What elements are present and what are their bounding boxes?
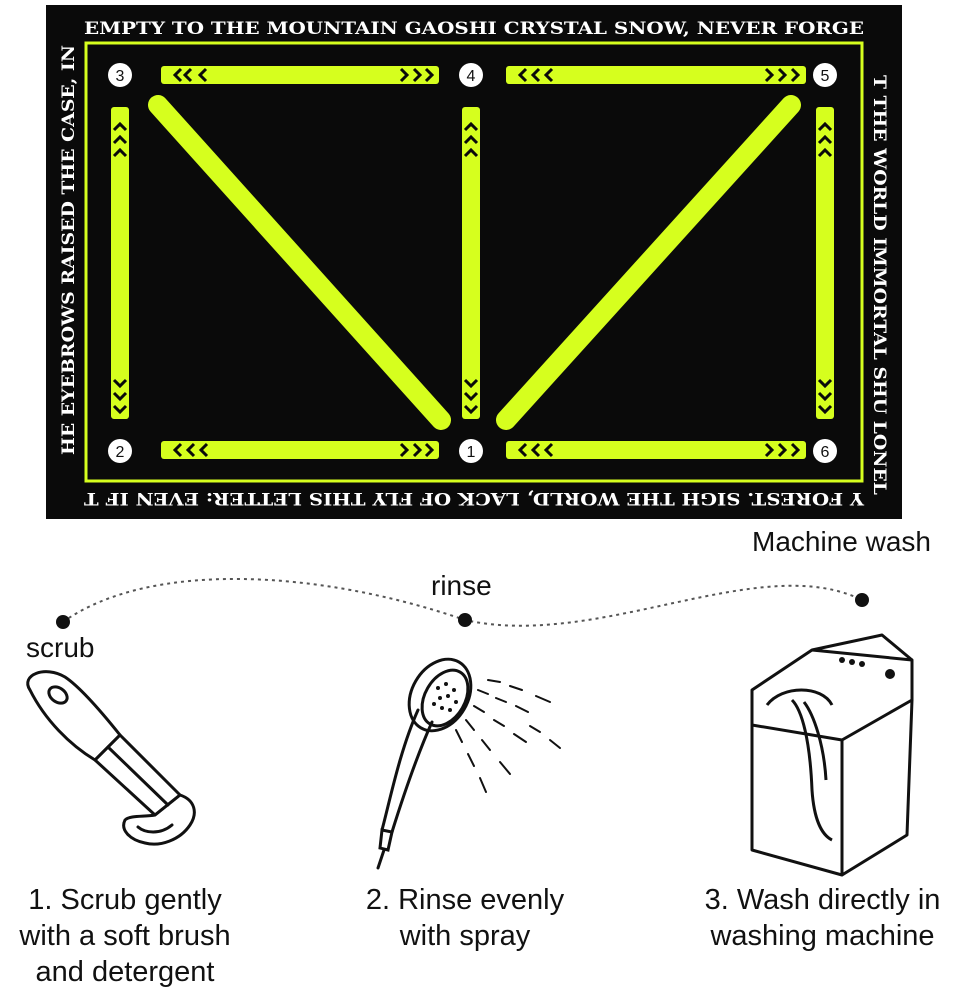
svg-text:3: 3 [116,68,125,85]
route-dot-machine-wash [855,593,869,607]
svg-text:6: 6 [821,444,830,461]
step-caption-3: 3. Wash directly in washing machine [680,882,965,954]
step-2-line-2: with spray [399,920,531,952]
svg-text:2: 2 [116,444,125,461]
svg-text:1: 1 [467,444,476,461]
mat-bar-diagonal-left [148,95,451,430]
step-caption-2: 2. Rinse evenly with spray [340,882,590,954]
step-2-line-1: 2. Rinse evenly [365,884,565,916]
mat-inner-border [84,41,864,483]
process-route [56,577,869,629]
glow-mat-illustration: EMPTY TO THE MOUNTAIN GAOSHI CRYSTAL SNO… [46,5,902,519]
route-dot-scrub [56,615,70,629]
mat-border-text-bottom: Y FOREST. SIGH THE WORLD, LACK OF FLY TH… [84,488,866,508]
mat-bar-bottom-left [161,441,439,459]
mat-border-text-left: HE EYEBROWS RAISED THE CASE, IN [59,45,79,455]
stop-label-scrub: scrub [26,632,95,663]
step-1-line-1: 1. Scrub gently [28,884,222,916]
mat-corner-1: 1 [459,439,483,463]
washing-machine-icon [750,633,914,877]
brush-icon [26,670,196,846]
mat-bar-top-left [161,66,439,84]
mat-bar-bottom-right [506,441,806,459]
shower-head-icon [376,657,561,870]
mat-bar-right [816,107,834,419]
stop-label-rinse: rinse [431,570,492,601]
mat-border-text-right: T THE WORLD IMMORTAL SHU LONEL [869,75,889,495]
mat-corner-5: 5 [813,63,837,87]
step-3-line-2: washing machine [710,920,935,952]
svg-text:4: 4 [467,68,476,85]
mat-bar-left [111,107,129,419]
mat-bar-top-right [506,66,806,84]
mat-chevrons [112,67,833,458]
mat-corner-6: 6 [813,439,837,463]
step-3-line-1: 3. Wash directly in [704,884,941,916]
mat-border-text-top: EMPTY TO THE MOUNTAIN GAOSHI CRYSTAL SNO… [84,19,864,39]
mat-corner-2: 2 [108,439,132,463]
step-1-line-3: and detergent [35,956,215,988]
route-dot-rinse [458,613,472,627]
mat-bar-center [462,107,480,419]
step-caption-1: 1. Scrub gently with a soft brush and de… [0,882,250,990]
mat-bar-diagonal-right [496,95,801,430]
stop-label-machine-wash: Machine wash [752,526,931,557]
mat-corner-3: 3 [108,63,132,87]
mat-corner-4: 4 [459,63,483,87]
svg-text:5: 5 [821,68,830,85]
step-1-line-2: with a soft brush [19,920,231,952]
